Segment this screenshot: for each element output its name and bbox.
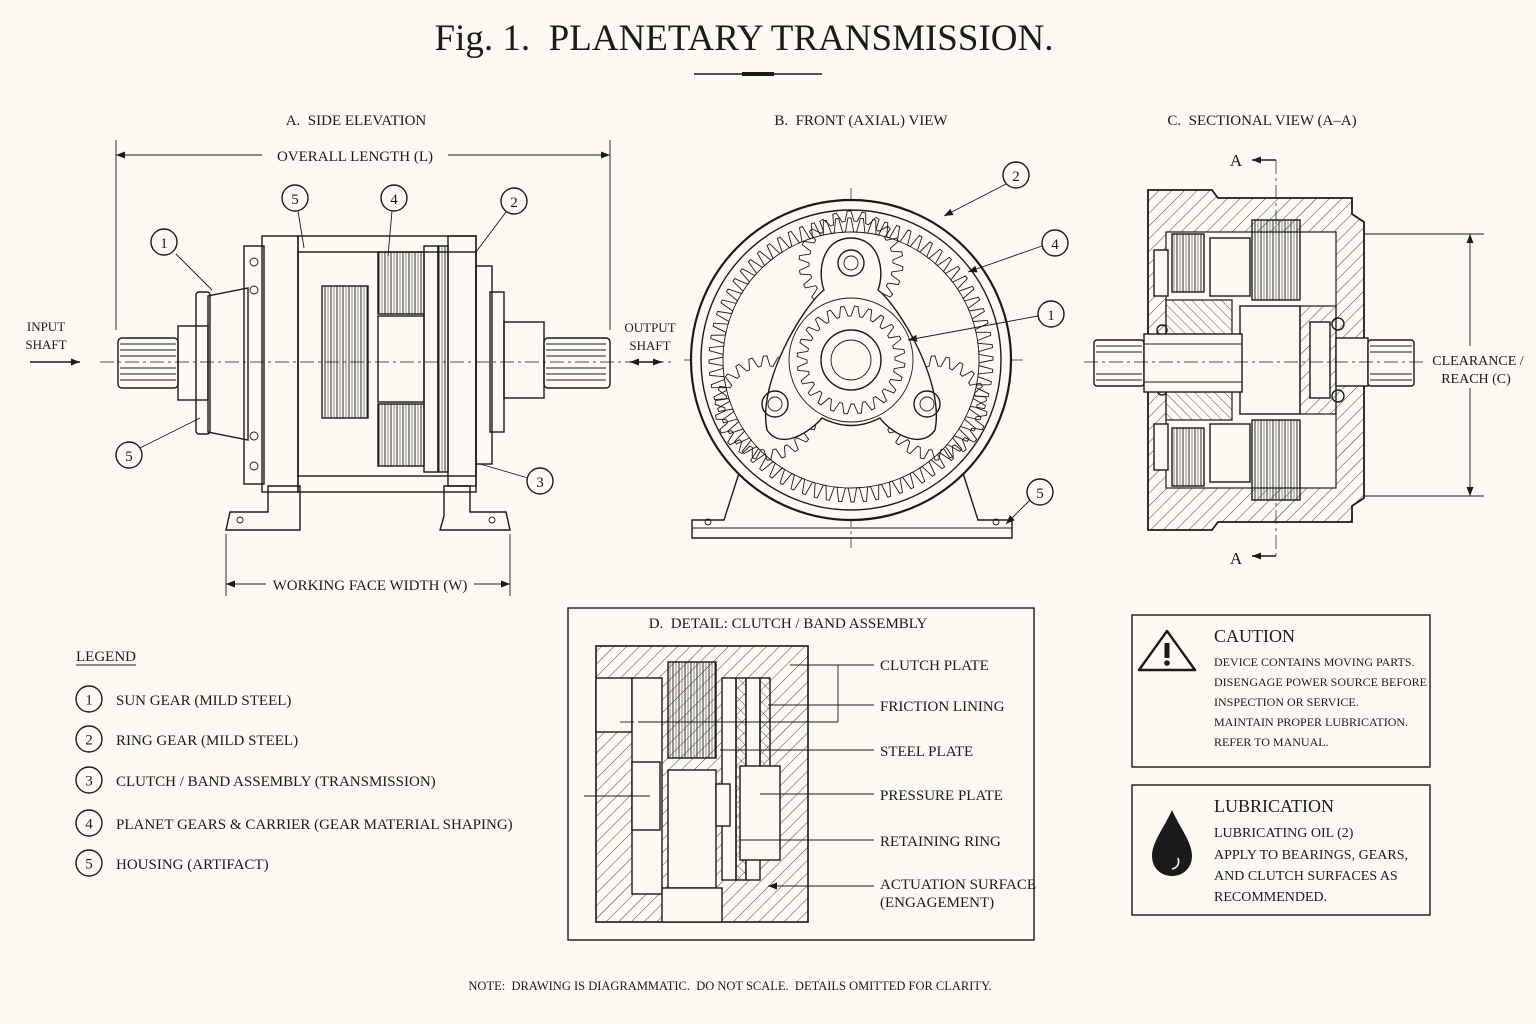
overall-length-label: OVERALL LENGTH (L) — [277, 149, 433, 165]
detail-label-friction-lining: FRICTION LINING — [880, 699, 1005, 715]
legend-number-circle — [75, 809, 103, 837]
legend-number: 5 — [85, 857, 93, 873]
lubrication-title: LUBRICATION — [1214, 796, 1334, 816]
side-callout-2: 2 — [510, 195, 518, 211]
side-callout-3: 3 — [536, 475, 544, 491]
legend-number: 1 — [85, 693, 93, 709]
side-callout-1: 1 — [160, 236, 168, 252]
legend-text: HOUSING (ARTIFACT) — [116, 857, 269, 873]
caution-title: CAUTION — [1214, 626, 1295, 646]
caution-line-3: INSPECTION OR SERVICE. — [1214, 695, 1359, 709]
legend-item: 2 RING GEAR (MILD STEEL) — [75, 725, 298, 753]
legend-text: RING GEAR (MILD STEEL) — [116, 733, 298, 749]
figure-title: Fig. 1. PLANETARY TRANSMISSION. — [435, 18, 1054, 59]
legend-item: 4 PLANET GEARS & CARRIER (GEAR MATERIAL S… — [75, 809, 513, 837]
view-title-front: B. FRONT (AXIAL) VIEW — [774, 113, 948, 129]
detail-label-clutch-plate: CLUTCH PLATE — [880, 658, 989, 674]
lubrication-line-3: AND CLUTCH SURFACES AS — [1214, 869, 1398, 884]
front-axial-view: 2 4 1 5 — [684, 161, 1069, 548]
working-face-label: WORKING FACE WIDTH (W) — [273, 578, 468, 594]
front-callout-1: 1 — [1047, 308, 1055, 324]
legend-text: PLANET GEARS & CARRIER (GEAR MATERIAL SH… — [116, 817, 513, 833]
legend-heading: LEGEND — [76, 649, 136, 665]
legend-text: CLUTCH / BAND ASSEMBLY (TRANSMISSION) — [116, 774, 436, 790]
legend-item: 3 CLUTCH / BAND ASSEMBLY (TRANSMISSION) — [75, 766, 436, 794]
legend-number: 4 — [85, 817, 93, 833]
detail-label-actuation: ACTUATION SURFACE — [880, 877, 1036, 893]
oil-drop-icon — [1152, 810, 1192, 876]
input-shaft-label-1: INPUT — [27, 319, 65, 334]
view-title-side: A. SIDE ELEVATION — [286, 113, 427, 129]
side-elevation-view: OVERALL LENGTH (L) — [25, 140, 676, 596]
output-shaft-label-1: OUTPUT — [624, 320, 675, 335]
lubrication-line-4: RECOMMENDED. — [1214, 890, 1327, 905]
lubrication-box: LUBRICATION LUBRICATING OIL (2) APPLY TO… — [1131, 784, 1431, 916]
front-callout-4: 4 — [1051, 237, 1059, 253]
legend-item: 5 HOUSING (ARTIFACT) — [75, 849, 269, 877]
clearance-label-1: CLEARANCE / — [1432, 354, 1524, 369]
lubrication-line-1: LUBRICATING OIL (2) — [1214, 826, 1354, 841]
caution-line-4: MAINTAIN PROPER LUBRICATION. — [1214, 715, 1408, 729]
sectional-view: A A — [1084, 151, 1526, 568]
detail-label-retaining-ring: RETAINING RING — [880, 834, 1001, 850]
legend: LEGEND 1 SUN GEAR (MILD STEEL) 2 RING GEAR … — [75, 649, 513, 877]
output-shaft-label-2: SHAFT — [629, 338, 670, 353]
legend-item: 1 SUN GEAR (MILD STEEL) — [75, 685, 291, 713]
caution-box: CAUTION DEVICE CONTAINS MOVING PARTS. DI… — [1131, 614, 1431, 768]
legend-number: 2 — [85, 733, 93, 749]
warning-triangle-icon — [1137, 629, 1197, 672]
detail-clutch-band: D. DETAIL: CLUTCH / BAND ASSEMBLY CLUTCH… — [567, 607, 1036, 941]
view-title-detail: D. DETAIL: CLUTCH / BAND ASSEMBLY — [649, 616, 928, 632]
section-marker-top: A — [1230, 151, 1243, 170]
side-callout-5-top: 5 — [291, 192, 299, 208]
side-callout-5-bottom: 5 — [125, 449, 133, 465]
detail-label-engagement: (ENGAGEMENT) — [880, 895, 994, 911]
side-callout-4: 4 — [390, 192, 398, 208]
clearance-label-2: REACH (C) — [1441, 372, 1511, 387]
legend-number: 3 — [85, 774, 93, 790]
caution-line-2: DISENGAGE POWER SOURCE BEFORE — [1214, 675, 1427, 689]
front-callout-5: 5 — [1036, 486, 1044, 502]
front-callout-2: 2 — [1012, 169, 1020, 185]
drawing-note: NOTE: DRAWING IS DIAGRAMMATIC. DO NOT SC… — [468, 979, 991, 993]
legend-number-circle — [75, 849, 103, 877]
legend-text: SUN GEAR (MILD STEEL) — [116, 693, 291, 709]
caution-line-1: DEVICE CONTAINS MOVING PARTS. — [1214, 655, 1415, 669]
detail-label-pressure-plate: PRESSURE PLATE — [880, 788, 1003, 804]
detail-label-steel-plate: STEEL PLATE — [880, 744, 973, 760]
view-title-section: C. SECTIONAL VIEW (A–A) — [1167, 113, 1356, 129]
caution-line-5: REFER TO MANUAL. — [1214, 735, 1329, 749]
section-marker-bottom: A — [1230, 549, 1243, 568]
input-shaft-label-2: SHAFT — [25, 337, 66, 352]
lubrication-line-2: APPLY TO BEARINGS, GEARS, — [1214, 848, 1408, 863]
legend-number-circle — [75, 725, 103, 753]
legend-number-circle — [75, 685, 103, 713]
legend-number-circle — [75, 766, 103, 794]
